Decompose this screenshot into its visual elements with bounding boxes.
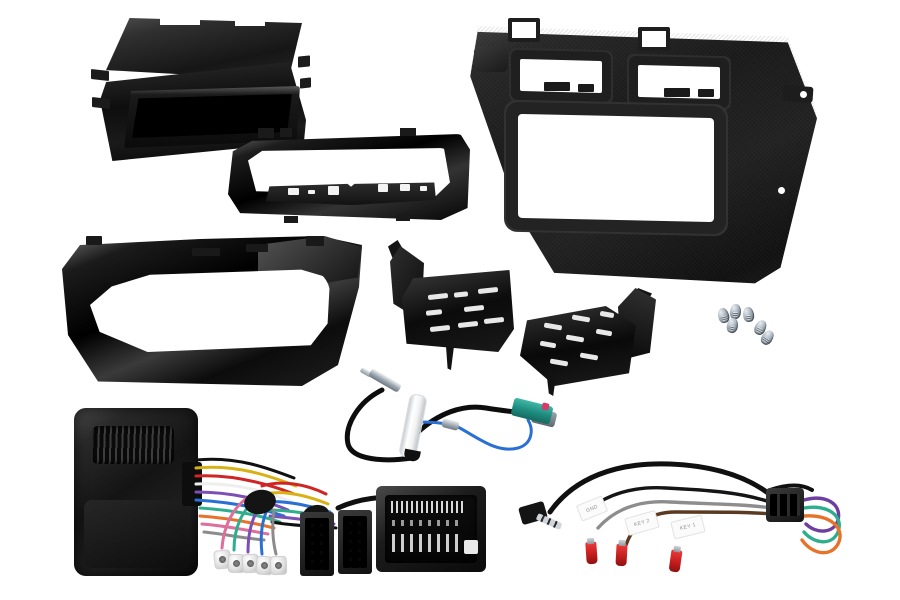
part-screws (714, 303, 778, 350)
gloss-bezel-tab (86, 236, 102, 245)
bracket-left-leg (446, 346, 454, 370)
quadlock-pin-row-bottom (392, 534, 462, 552)
vent-bezel-cutout (308, 190, 315, 194)
patch-lead-connector-pins (770, 494, 800, 516)
fascia-mounting-hole (778, 187, 785, 194)
fascia-vent-lip (578, 84, 594, 92)
pocket-clip (91, 69, 109, 81)
vent-bezel-cutout (378, 184, 388, 192)
screw (742, 306, 755, 323)
fascia-vent-lip (544, 82, 570, 91)
gloss-bezel-tab (306, 236, 324, 246)
bracket-right-leg (546, 374, 556, 396)
vent-bezel-tab (284, 216, 298, 223)
patch-lead-paths (547, 461, 842, 555)
vent-bezel-cutout (288, 188, 299, 195)
gloss-bezel-tab (192, 248, 220, 256)
vent-bezel-cutout (420, 186, 427, 191)
part-bracket-left (386, 238, 521, 370)
spade-terminal (585, 541, 598, 565)
fascia-top-tab (508, 18, 540, 42)
part-vent-bezel (228, 128, 470, 226)
vent-bezel-tab (280, 128, 292, 137)
part-main-fascia (452, 18, 817, 286)
fascia-vent-lip (664, 88, 690, 97)
part-swc-patch-lead: GND KEY 2 KEY 1 (518, 456, 850, 588)
pocket-clip (300, 77, 311, 89)
fascia-mounting-ear (782, 84, 814, 104)
vent-bezel-cutout (328, 186, 339, 195)
vent-bezel-cutout (400, 184, 410, 191)
part-gloss-bezel (62, 236, 362, 386)
quadlock-pin-row-top (391, 501, 465, 513)
pocket-top-notch-2 (235, 20, 265, 26)
part-antenna-adapter (326, 367, 558, 466)
fascia-blank-boss (474, 46, 508, 72)
vent-bezel-tab (400, 128, 416, 136)
vent-bezel-tab (258, 128, 274, 138)
part-bracket-right (516, 288, 662, 400)
pocket-top-notch (160, 18, 200, 25)
bullet-terminal (269, 555, 288, 576)
fascia-vent-lip (698, 89, 714, 97)
swc-module-vent-shadow (92, 426, 174, 464)
iso-block-a-pins (305, 518, 329, 570)
gloss-bezel-tab (246, 244, 268, 252)
quadlock-key-block (464, 540, 478, 554)
part-wiring-loom (190, 452, 410, 592)
swc-module-front-panel (84, 500, 188, 568)
pocket-clip (298, 55, 310, 68)
spade-terminal (615, 543, 628, 567)
part-quadlock-connector (376, 486, 486, 572)
pocket-clip (92, 97, 110, 109)
vent-bezel-tab (396, 214, 410, 221)
bracket-left-plate (402, 270, 514, 352)
vent-bezel-ledge (266, 182, 436, 206)
iso-connector-block-a (300, 512, 334, 576)
swc-module-harness-plug (182, 462, 202, 506)
fascia-mounting-ear (761, 181, 791, 199)
fascia-top-tab (638, 27, 670, 51)
fascia-mounting-hole (800, 91, 807, 98)
swc-module-vent-grille (92, 426, 174, 464)
iso-block-b-pins (343, 516, 367, 568)
iso-connector-block-b (338, 510, 372, 574)
fascia-double-din-aperture (518, 113, 714, 223)
quadlock-pin-row-middle (392, 520, 462, 526)
part-swc-interface-module (74, 408, 202, 576)
gloss-bezel-aperture (90, 269, 330, 352)
